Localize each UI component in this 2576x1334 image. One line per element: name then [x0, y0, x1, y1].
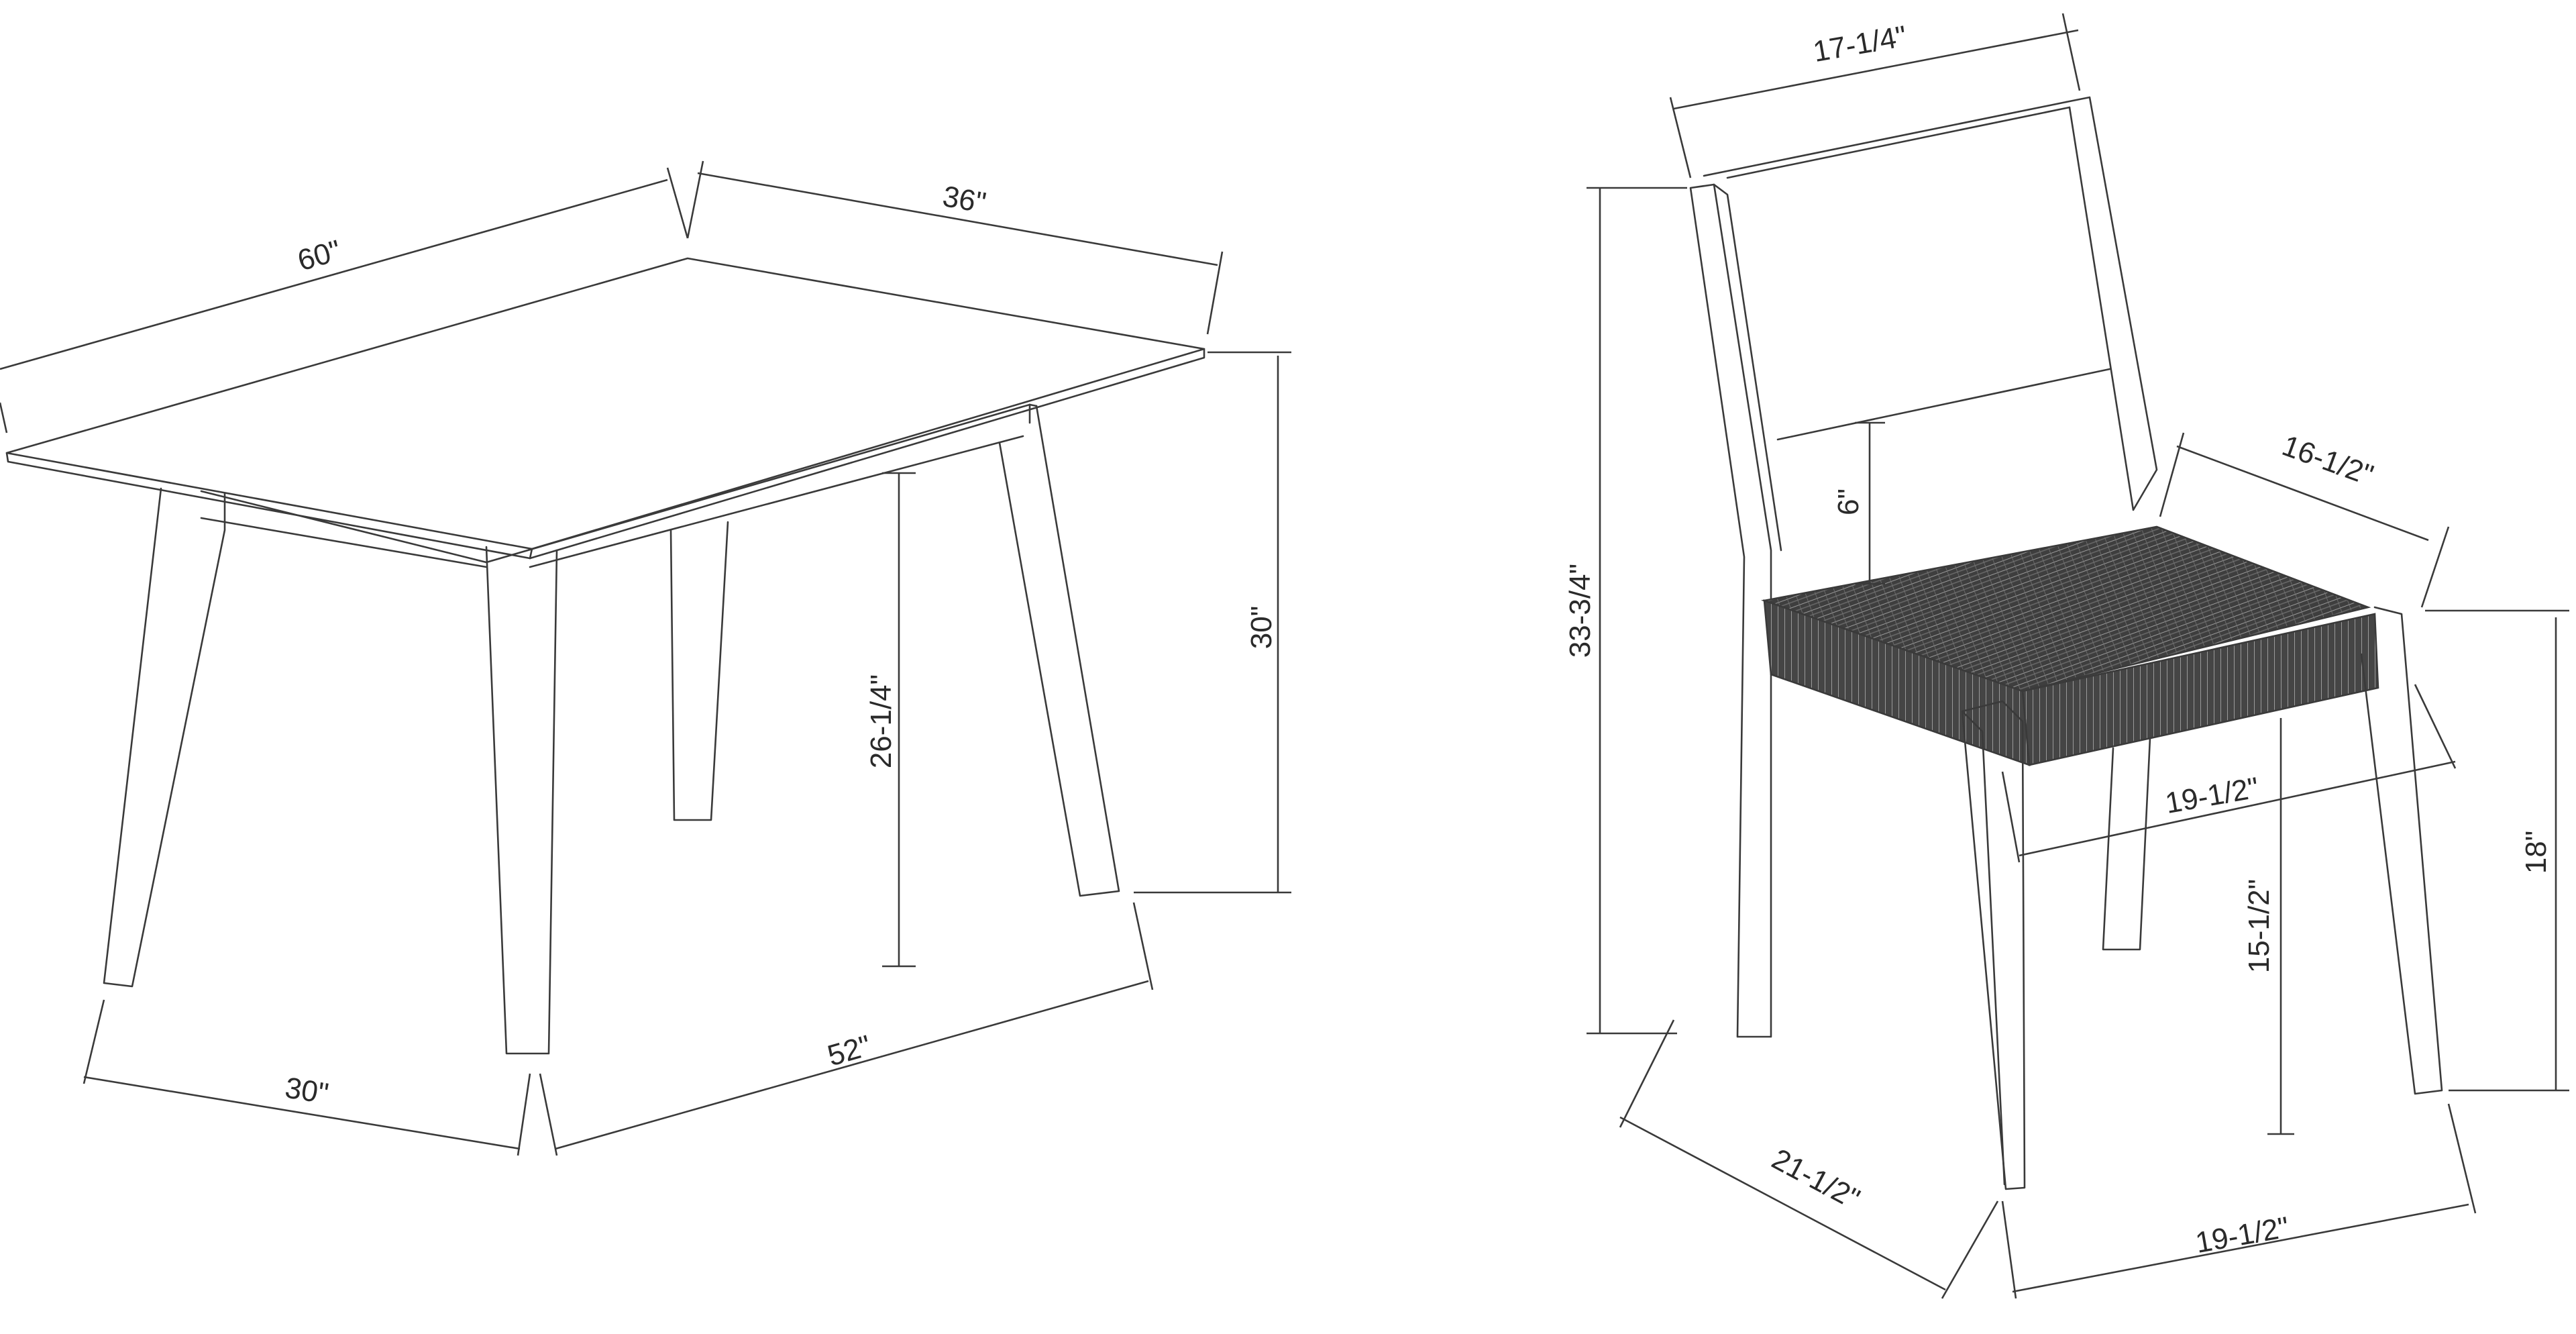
chair-drawing [1689, 96, 2443, 1190]
table-leg-back-left [669, 521, 729, 821]
table-leg-back-right [998, 405, 1120, 897]
table-leg-front-left [103, 487, 226, 988]
table-width-label: 36" [940, 180, 988, 219]
table-top [5, 257, 1205, 550]
table-dimension-labels: 60" 36" 30" 26-1/4" 30" 52" [283, 180, 1278, 1111]
chair-seat-height-label: 18" [2520, 831, 2553, 874]
chair-total-height-label: 33-3/4" [1564, 564, 1597, 658]
chair-back-post-right [2065, 96, 2158, 511]
chair-seat-width-label: 19-1/2" [2163, 771, 2261, 820]
chair-under-seat-height-label: 15-1/2" [2243, 879, 2275, 973]
table-leg-front-center [485, 546, 558, 1055]
table-length-label: 60" [294, 234, 345, 278]
table-dimension-lines [0, 160, 1291, 1156]
chair-leg-back-right [2102, 737, 2151, 951]
chair-back-post-left [1689, 183, 1772, 1038]
chair-footprint-width-label: 19-1/2" [2193, 1211, 2292, 1260]
chair-back-panel [1726, 106, 2071, 179]
table-leg-span-long-label: 52" [824, 1029, 875, 1073]
chair-seat-depth-label: 16-1/2" [2278, 429, 2378, 492]
chair-back-gap-label: 6" [1832, 489, 1865, 515]
chair-footprint-depth-label: 21-1/2" [1766, 1143, 1865, 1216]
chair-back-width-label: 17-1/4" [1811, 19, 1909, 68]
chair-leg-front-left [1961, 700, 2026, 1190]
table-leg-clearance-label: 26-1/4" [865, 674, 898, 768]
table-leg-span-short-label: 30" [283, 1071, 331, 1110]
chair-leg-front-right [2360, 606, 2443, 1095]
table-height-label: 30" [1245, 606, 1278, 650]
table-drawing [5, 257, 1205, 1055]
chair-dimension-lines [1587, 13, 2569, 1299]
table-apron [200, 403, 1031, 564]
